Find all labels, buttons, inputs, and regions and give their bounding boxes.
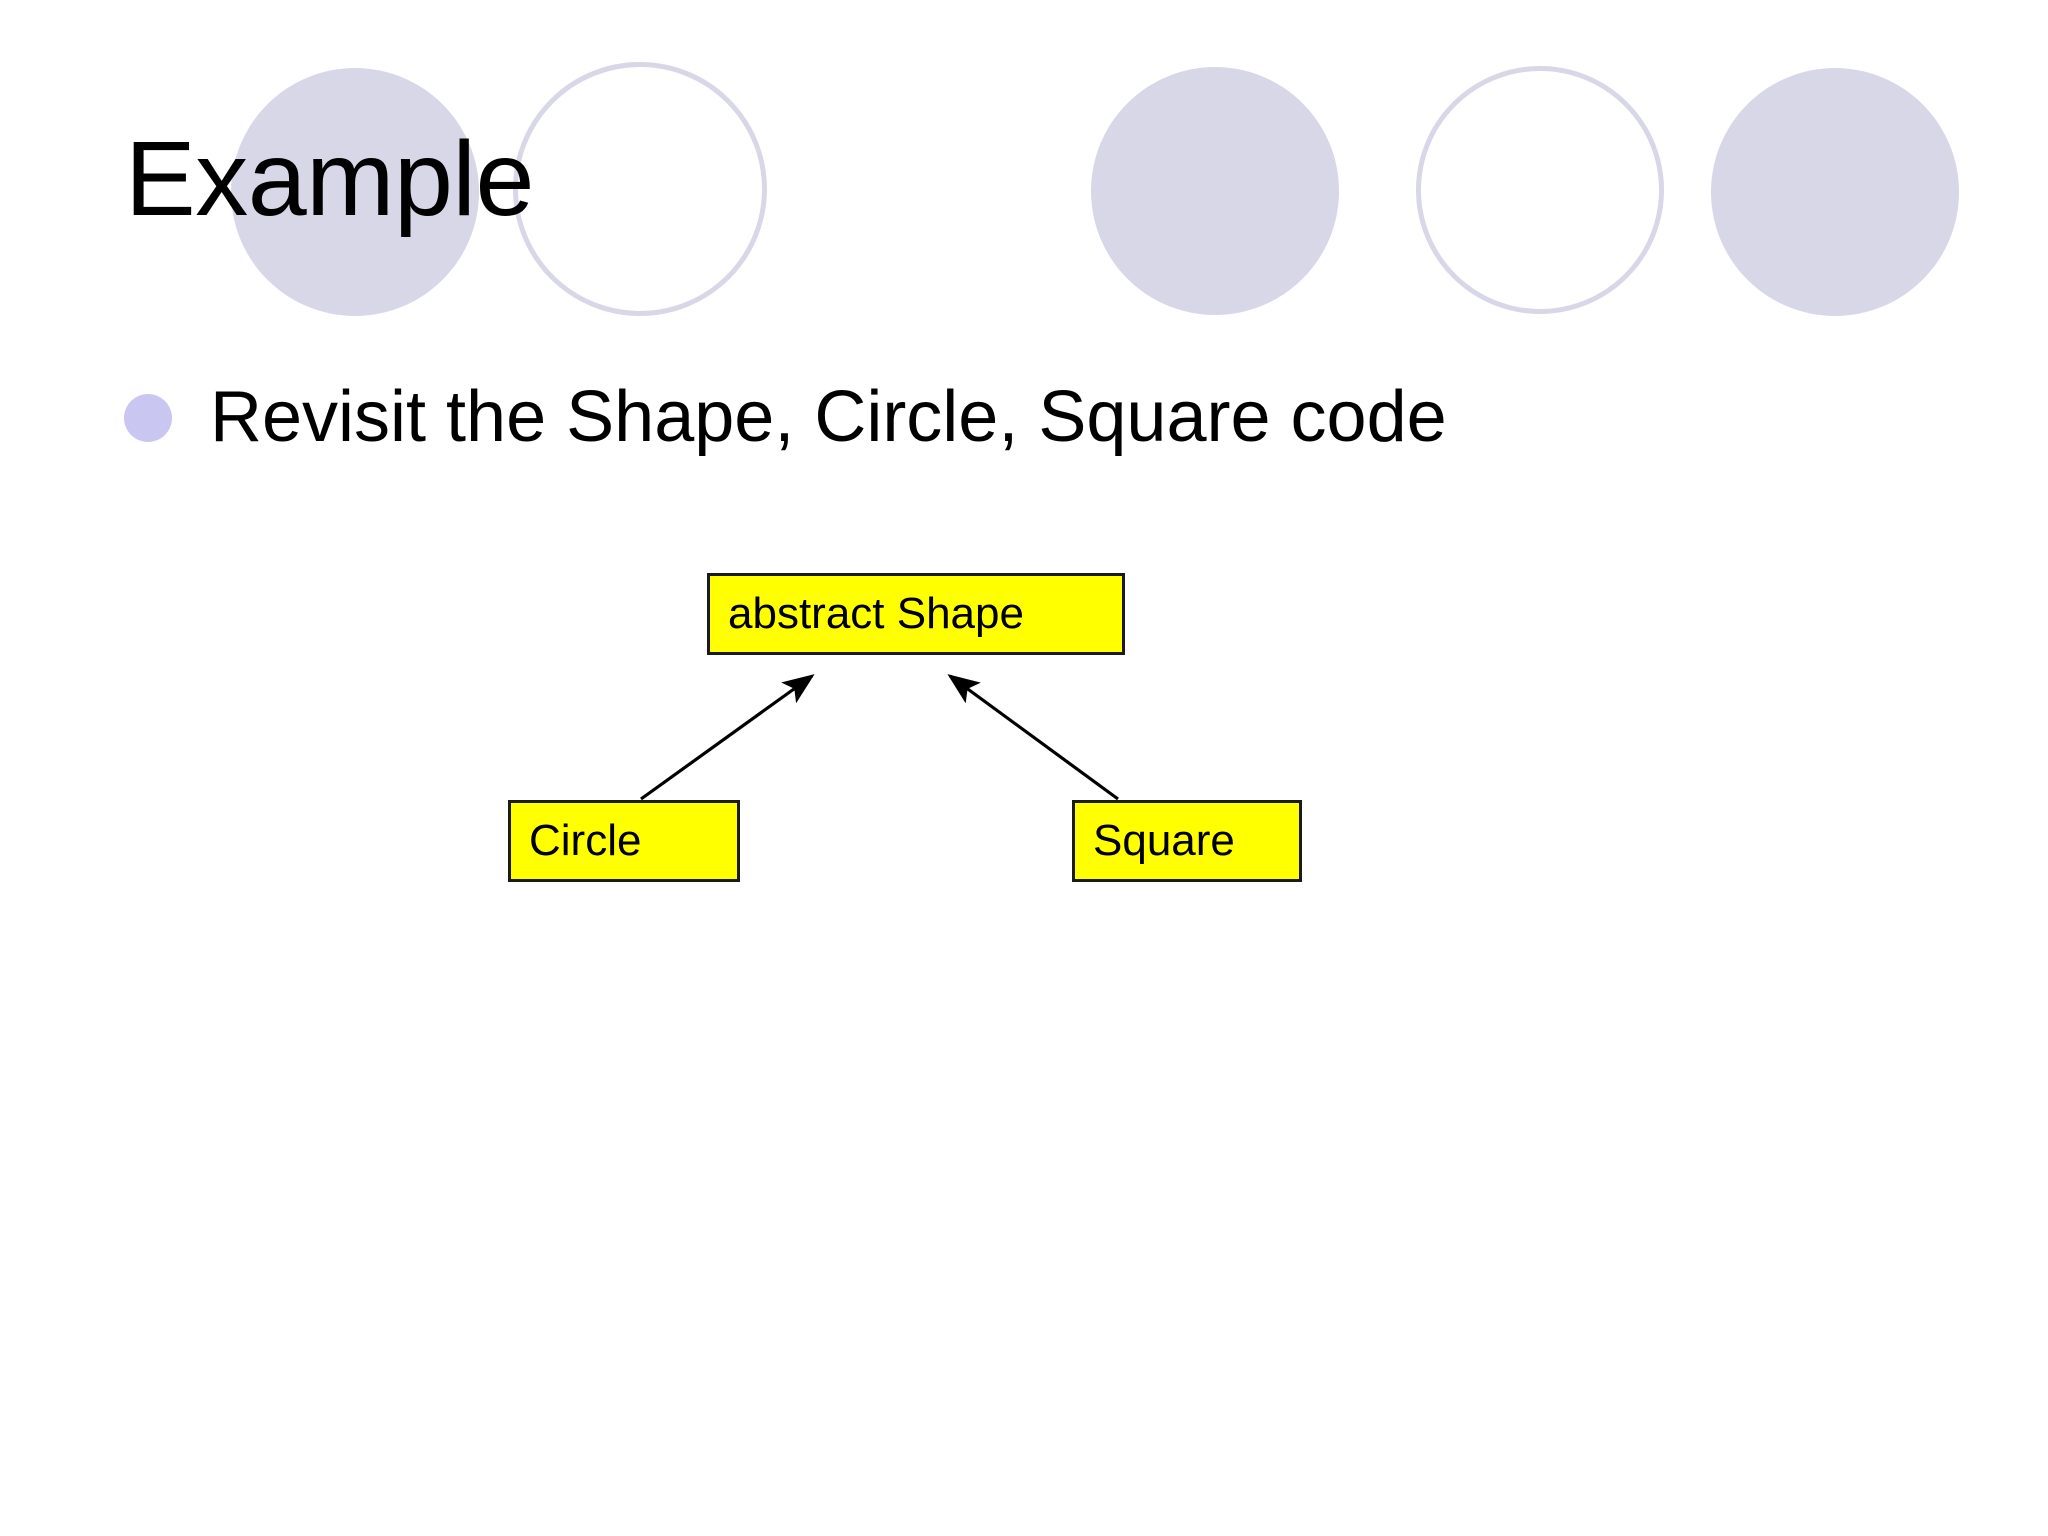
uml-box-label: abstract Shape xyxy=(728,589,1024,638)
uml-class-diagram: abstract Shape Circle Square xyxy=(508,573,1302,882)
uml-box-abstract-shape[interactable]: abstract Shape xyxy=(707,573,1125,655)
bullet-item-label: Revisit the Shape, Circle, Square code xyxy=(210,377,1447,457)
uml-box-circle[interactable]: Circle xyxy=(508,800,740,882)
bullet-disc-icon xyxy=(124,393,172,442)
uml-box-label: Circle xyxy=(529,816,642,865)
inheritance-arrow-circle-to-shape xyxy=(640,674,815,801)
inheritance-arrow-square-to-shape xyxy=(947,674,1119,801)
diagram-arrows xyxy=(640,674,1119,801)
uml-box-square[interactable]: Square xyxy=(1072,800,1302,882)
uml-box-label: Square xyxy=(1093,816,1235,865)
page-title: Example xyxy=(125,120,534,238)
bullet-list-item: Revisit the Shape, Circle, Square code xyxy=(124,377,1447,457)
